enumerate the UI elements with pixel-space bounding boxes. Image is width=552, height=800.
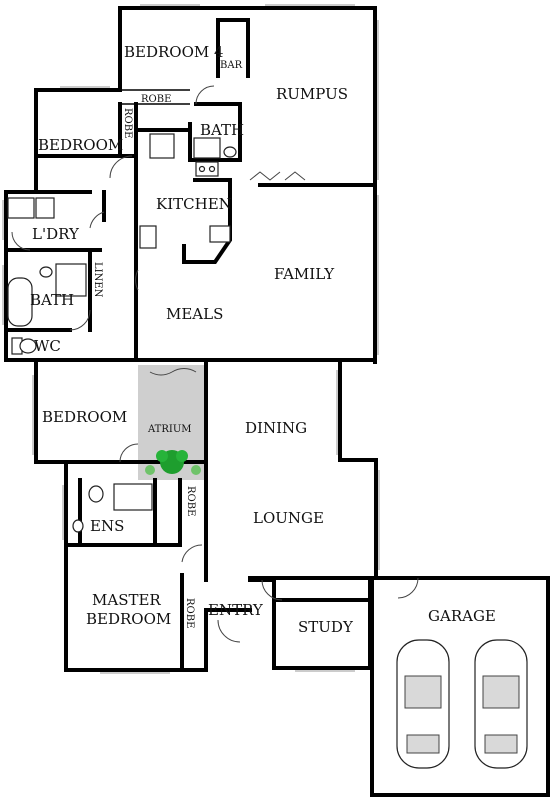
interior-walls (4, 18, 377, 670)
plant-icon (145, 450, 201, 475)
room-label-meals: MEALS (166, 305, 223, 323)
room-label-study: STUDY (298, 618, 354, 636)
room-label-kitchen: KITCHEN (156, 195, 232, 213)
room-label-bath: BATH (30, 291, 74, 309)
windows (2, 4, 380, 674)
car-icon (396, 639, 450, 769)
room-label-entry: ENTRY (208, 601, 264, 619)
car-icon (474, 639, 528, 769)
room-label-master-2: BEDROOM (86, 610, 171, 628)
fixtures (7, 133, 237, 533)
room-label-wc: WC (34, 337, 61, 355)
room-label-family: FAMILY (274, 265, 335, 283)
room-label-lounge: LOUNGE (253, 509, 324, 527)
room-label-robe-master: ROBE (184, 598, 195, 628)
room-label-ens: ENS (90, 517, 124, 535)
room-label-master-1: MASTER (92, 591, 161, 609)
room-label-linen: LINEN (92, 262, 103, 298)
room-label-atrium: ATRIUM (147, 424, 192, 435)
room-label-bedroom-lower: BEDROOM (42, 408, 127, 426)
room-label-laundry: L'DRY (32, 225, 80, 243)
room-label-robe-left: ROBE (122, 108, 133, 138)
room-label-bedroom: BEDROOM (38, 136, 123, 154)
room-label-robe-top: ROBE (141, 94, 171, 105)
room-label-garage: GARAGE (428, 607, 496, 625)
exterior-walls (4, 6, 550, 797)
room-label-dining: DINING (245, 419, 307, 437)
room-label-rumpus: RUMPUS (276, 85, 348, 103)
room-label-bedroom4: BEDROOM 4 (124, 43, 224, 61)
doors (11, 85, 419, 643)
room-label-bar: BAR (220, 60, 243, 71)
room-label-bath-top: BATH (200, 121, 244, 139)
room-label-robe-ens: ROBE (185, 486, 196, 516)
